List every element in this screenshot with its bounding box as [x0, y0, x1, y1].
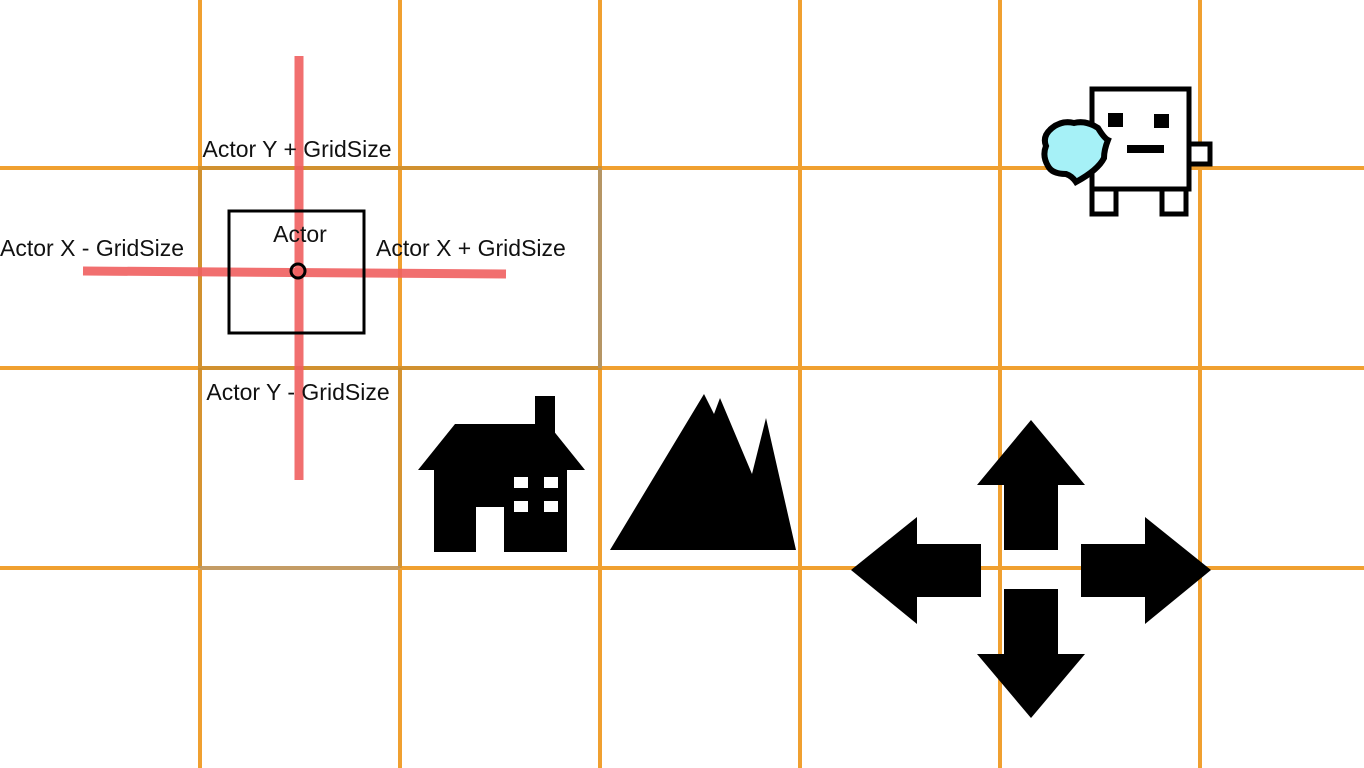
house-icon — [418, 396, 585, 553]
arrow-left-icon — [851, 517, 981, 624]
y-minus-label: Actor Y - GridSize — [206, 379, 389, 405]
arrow-up-icon — [977, 420, 1085, 550]
robot-icon — [1041, 86, 1213, 217]
actor-label: Actor — [273, 221, 327, 247]
actor: Actor — [227, 209, 366, 335]
arrow-right-icon — [1081, 517, 1211, 624]
crosshair — [82, 56, 507, 480]
y-plus-label: Actor Y + GridSize — [203, 136, 392, 162]
move-arrows-icon — [851, 420, 1211, 718]
horizontal-axis-line — [82, 266, 507, 279]
shield-icon — [1041, 119, 1112, 186]
x-minus-label: Actor X - GridSize — [0, 235, 184, 261]
arrow-down-icon — [977, 589, 1085, 718]
mountain-icon — [610, 394, 796, 550]
actor-origin-marker — [289, 262, 307, 280]
actor-box — [227, 209, 366, 335]
x-plus-label: Actor X + GridSize — [376, 235, 566, 261]
